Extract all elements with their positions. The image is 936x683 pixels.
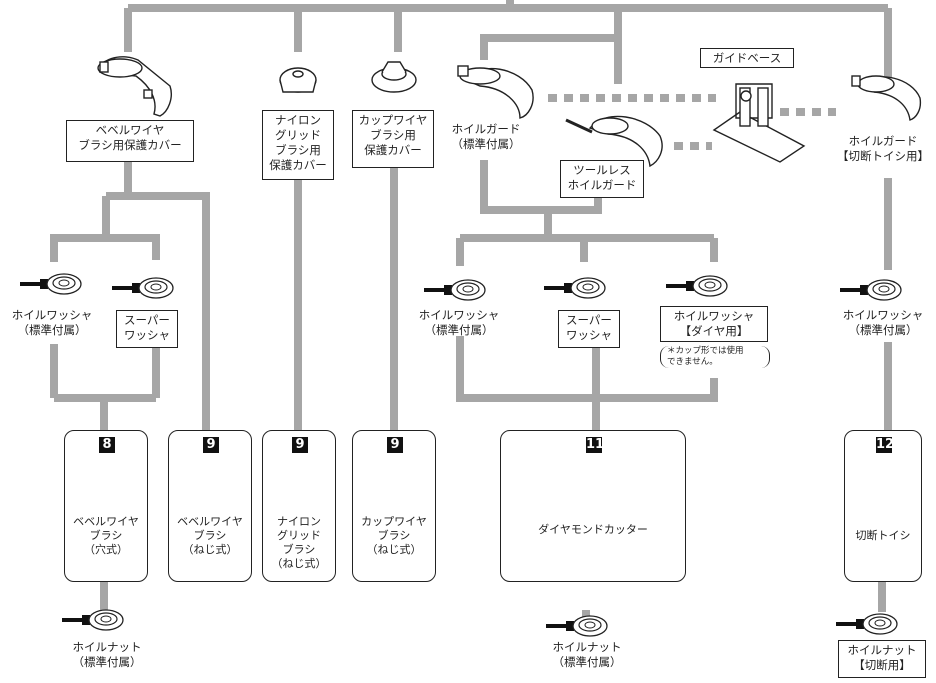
accessory-label: ベベルワイヤ ブラシ （ねじ式）	[169, 515, 251, 557]
accessory-number: 11	[586, 437, 602, 453]
dotted-connectors	[548, 98, 836, 146]
std-washer-mid-label: ホイルワッシャ （標準付属）	[406, 308, 512, 338]
std-washer-left-icon	[20, 274, 81, 294]
nut-left-label: ホイルナット （標準付属）	[54, 640, 160, 670]
diamond-washer-icon	[666, 276, 727, 296]
nut-mid-icon	[546, 616, 607, 636]
cut-guard-icon	[852, 76, 920, 120]
accessory-number: 12	[876, 437, 892, 453]
nut-right-icon	[836, 614, 897, 634]
accessory-label: カップワイヤ ブラシ （ねじ式）	[353, 515, 435, 557]
cut-guard-label: ホイルガード 【切断トイシ用】	[830, 134, 936, 164]
accessory-label: ベベルワイヤ ブラシ （穴式）	[65, 515, 147, 557]
accessory-card-bevel-screw: 9 ベベルワイヤ ブラシ （ねじ式）	[168, 430, 252, 582]
diamond-washer-label: ホイルワッシャ 【ダイヤ用】	[660, 306, 768, 342]
diamond-washer-note: ＊カップ形では使用 できません。	[660, 346, 770, 368]
accessory-card-cup: 9 カップワイヤ ブラシ （ねじ式）	[352, 430, 436, 582]
accessory-label: ナイロン グリッド ブラシ （ねじ式）	[263, 515, 335, 571]
wheel-guard-icon	[458, 66, 533, 118]
std-washer-right-icon	[840, 280, 901, 300]
toolless-guard-icon	[566, 116, 662, 166]
nut-right-label: ホイルナット 【切断用】	[838, 640, 926, 678]
accessory-number: 9	[292, 437, 308, 453]
std-washer-left-label: ホイルワッシャ （標準付属）	[2, 308, 102, 338]
wheel-guard-label: ホイルガード （標準付属）	[436, 122, 536, 152]
accessory-label: ダイヤモンドカッター	[501, 523, 685, 537]
super-washer-mid-icon	[544, 278, 605, 298]
super-washer-mid-label: スーパー ワッシャ	[558, 310, 620, 348]
nylon-cover-icon	[280, 68, 316, 92]
guide-base-icon	[714, 84, 804, 162]
std-washer-right-label: ホイルワッシャ （標準付属）	[830, 308, 936, 338]
cup-cover-icon	[372, 62, 416, 92]
accessory-card-nylon: 9 ナイロン グリッド ブラシ （ねじ式）	[262, 430, 336, 582]
std-washer-mid-icon	[424, 280, 485, 300]
nylon-cover-label: ナイロン グリッド ブラシ用 保護カバー	[262, 110, 334, 180]
accessory-card-diamond: 11 ダイヤモンドカッター	[500, 430, 686, 582]
accessory-number: 9	[203, 437, 219, 453]
super-washer-left-icon	[112, 278, 173, 298]
nut-left-icon	[62, 610, 123, 630]
guide-base-label: ガイドベース	[700, 48, 794, 68]
accessory-card-bevel-hole: 8 ベベルワイヤ ブラシ （穴式）	[64, 430, 148, 582]
toolless-guard-label: ツールレス ホイルガード	[560, 160, 644, 198]
nut-mid-label: ホイルナット （標準付属）	[534, 640, 640, 670]
bevel-cover-label: ベベルワイヤ ブラシ用保護カバー	[66, 120, 194, 162]
bevel-cover-icon	[98, 57, 171, 116]
accessory-label: 切断トイシ	[845, 529, 921, 543]
accessory-number: 9	[387, 437, 403, 453]
accessory-card-cutting: 12 切断トイシ	[844, 430, 922, 582]
super-washer-left-label: スーパー ワッシャ	[116, 310, 178, 348]
accessory-number: 8	[99, 437, 115, 453]
cup-cover-label: カップワイヤ ブラシ用 保護カバー	[352, 110, 434, 168]
